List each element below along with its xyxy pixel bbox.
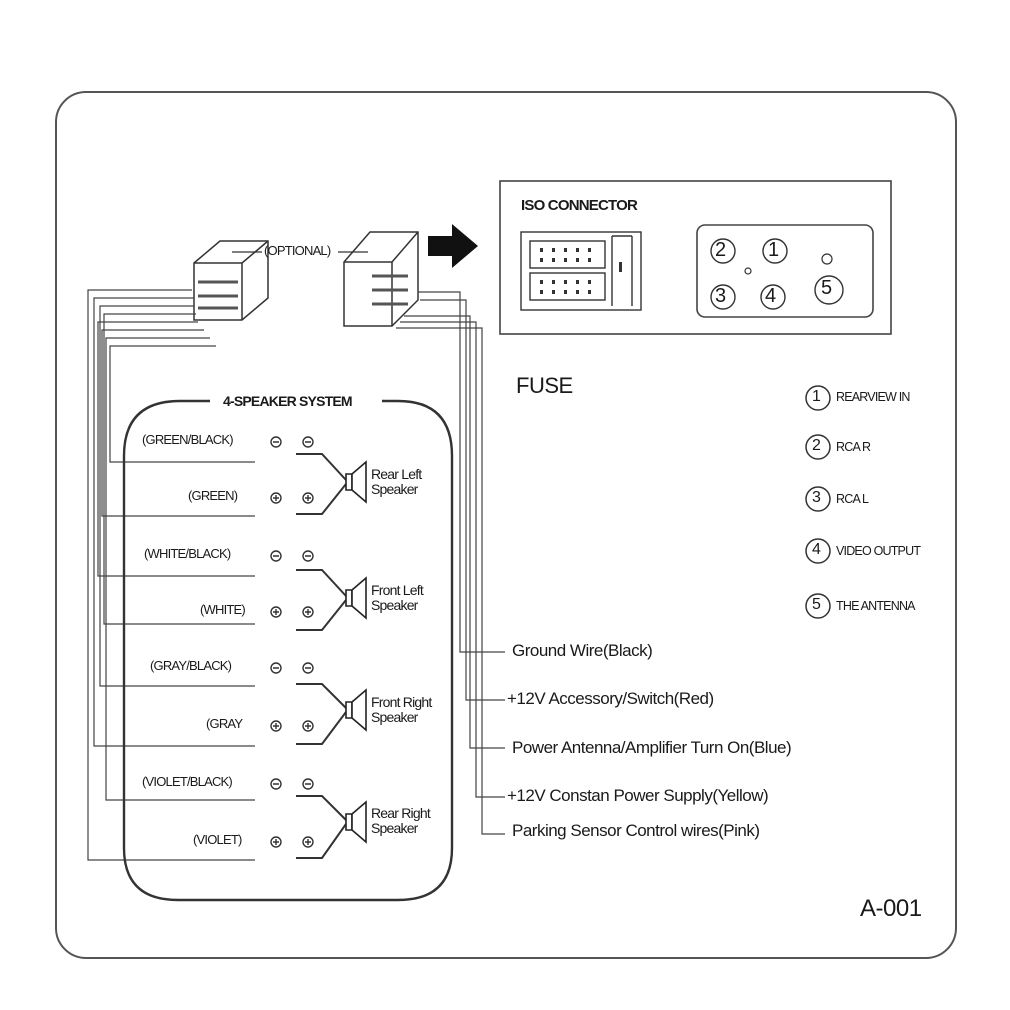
wire-label-white: (WHITE) [200, 602, 246, 617]
port-num-3: 3 [715, 285, 726, 307]
wire-label-violet-black: (VIOLET/BLACK) [142, 774, 233, 789]
legend-circles [805, 385, 831, 619]
port-num-4: 4 [765, 285, 776, 307]
wire-label-gray-black: (GRAY/BLACK) [150, 658, 232, 673]
speaker-system-box [122, 399, 454, 902]
legend-num-4: 4 [812, 541, 821, 558]
speaker-system-title: 4-SPEAKER SYSTEM [220, 393, 355, 409]
arrow-icon [428, 224, 478, 268]
speaker-rear-left-label: Rear Left Speaker [371, 466, 422, 497]
speaker-rear-right-label: Rear Right Speaker [371, 805, 431, 836]
port-ring-1 [762, 238, 788, 264]
speaker-line1: Rear Right [371, 805, 431, 821]
polarity-symbols [270, 436, 314, 848]
port-num-2: 2 [715, 239, 726, 261]
right-connector-icon [343, 231, 419, 327]
speaker-line1: Front Left [371, 582, 424, 598]
wire-label-white-black: (WHITE/BLACK) [144, 546, 231, 561]
legend-num-3: 3 [812, 489, 821, 506]
iso-plug-icon [520, 231, 642, 311]
wire-label-violet: (VIOLET) [193, 832, 242, 847]
outer-frame [55, 91, 957, 959]
legend-num-2: 2 [812, 437, 821, 454]
fuse-label: FUSE [516, 373, 573, 398]
wire-label-gray: (GRAY [206, 716, 243, 731]
speaker-line2: Speaker [371, 597, 418, 613]
optional-label: (OPTIONAL) [264, 243, 331, 258]
speaker-front-left-label: Front Left Speaker [371, 582, 424, 613]
speaker-line2: Speaker [371, 481, 418, 497]
speaker-line2: Speaker [371, 709, 418, 725]
antenna-wire-label: Power Antenna/Amplifier Turn On(Blue) [512, 738, 792, 757]
wire-label-green: (GREEN) [188, 488, 238, 503]
accessory-wire-label: +12V Accessory/Switch(Red) [507, 689, 714, 708]
speaker-harness-wires [87, 289, 255, 861]
model-code: A-001 [860, 895, 922, 922]
speaker-front-right-label: Front Right Speaker [371, 694, 432, 725]
legend-label-1: REARVIEW IN [836, 390, 910, 404]
port-dot [744, 267, 752, 275]
legend-num-5: 5 [812, 596, 821, 613]
iso-connector-title: ISO CONNECTOR [521, 197, 638, 214]
port-ring-2 [710, 238, 736, 264]
iso-panel [499, 180, 892, 335]
legend-label-2: RCA R [836, 440, 871, 454]
legend-label-5: THE ANTENNA [836, 599, 916, 613]
port-ring-4 [760, 284, 786, 310]
left-connector-icon [193, 240, 269, 321]
port-num-1: 1 [768, 239, 779, 261]
antenna-dot [821, 253, 833, 265]
port-panel [696, 224, 874, 318]
speaker-line1: Front Right [371, 694, 432, 710]
wire-label-green-black: (GREEN/BLACK) [142, 432, 234, 447]
ground-wire-label: Ground Wire(Black) [512, 641, 653, 660]
power-harness-wires [396, 291, 505, 835]
legend-num-1: 1 [812, 388, 821, 405]
port-ring-3 [710, 284, 736, 310]
speaker-line1: Rear Left [371, 466, 422, 482]
port-num-5: 5 [821, 277, 832, 299]
speaker-lines [296, 453, 347, 859]
speaker-line2: Speaker [371, 820, 418, 836]
port-ring-5 [814, 275, 844, 305]
legend-label-3: RCA L [836, 492, 869, 506]
constant-power-wire-label: +12V Constan Power Supply(Yellow) [507, 786, 769, 805]
legend-label-4: VIDEO OUTPUT [836, 544, 921, 558]
parking-sensor-wire-label: Parking Sensor Control wires(Pink) [512, 821, 760, 840]
speaker-icons [345, 460, 367, 844]
